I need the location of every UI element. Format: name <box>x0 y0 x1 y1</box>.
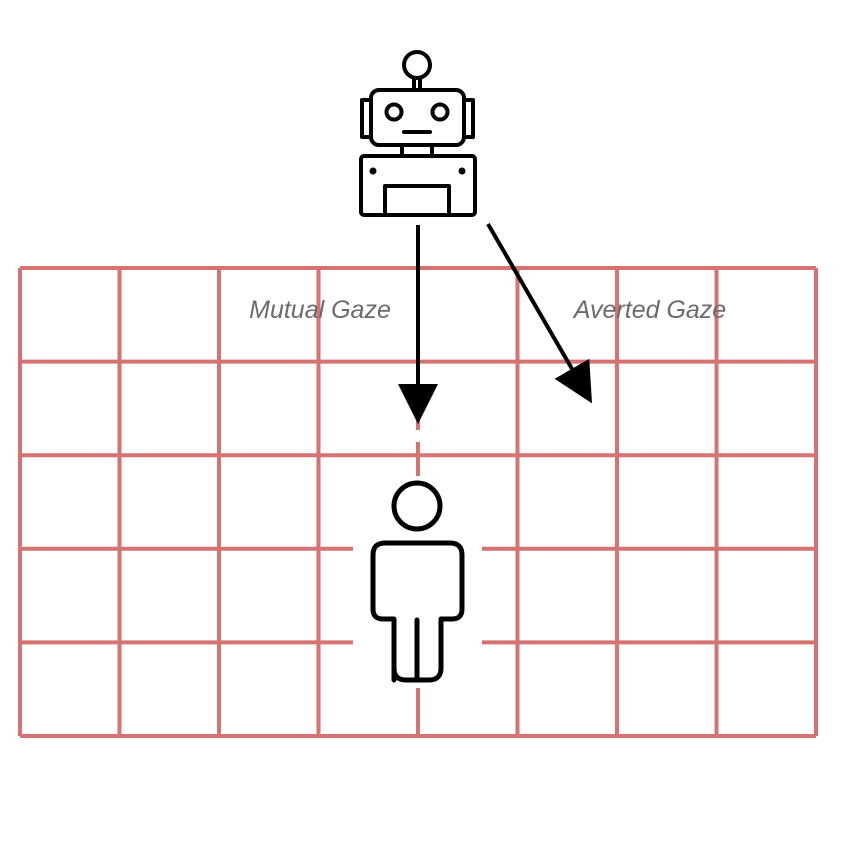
mutual-gaze-label: Mutual Gaze <box>249 296 391 324</box>
averted-gaze-arrow <box>486 222 593 404</box>
averted-gaze-label: Averted Gaze <box>572 296 726 324</box>
robot-icon <box>359 50 477 217</box>
person-icon <box>370 480 465 683</box>
